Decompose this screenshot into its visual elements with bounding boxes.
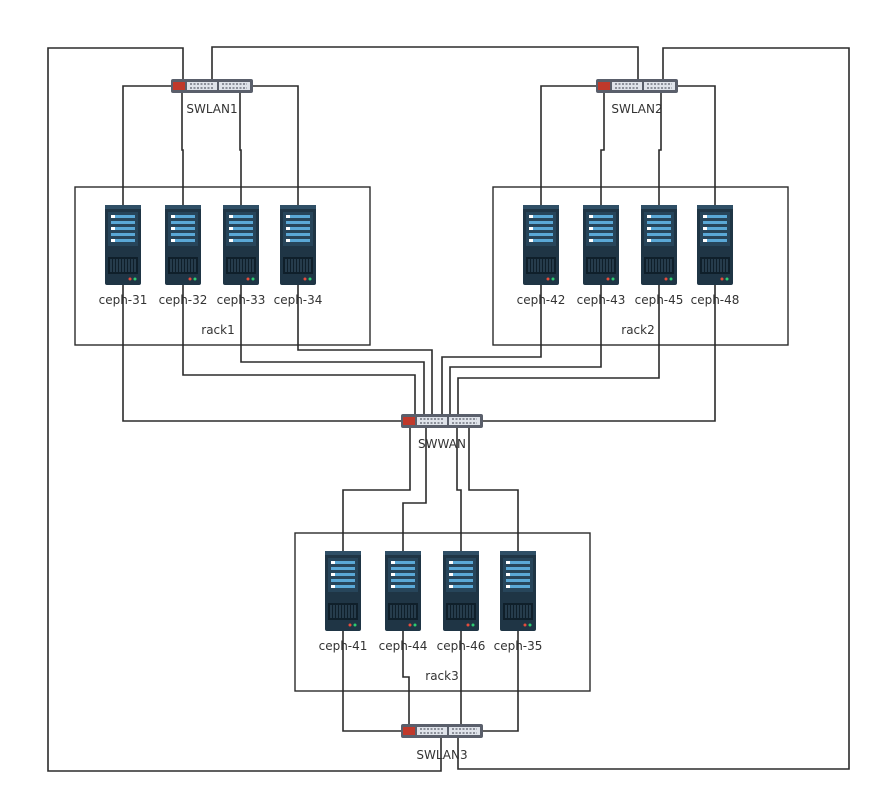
- server-label: ceph-45: [635, 293, 684, 307]
- rack3-box: [294, 532, 591, 692]
- server-node: ceph-34: [274, 204, 323, 307]
- server-tower-icon: [384, 550, 422, 632]
- server-node: ceph-32: [159, 204, 208, 307]
- rack2: ceph-42 ceph-43 ceph-45 ceph-48 rack2: [517, 204, 740, 337]
- server-label: ceph-43: [577, 293, 626, 307]
- server-tower-icon: [324, 550, 362, 632]
- server-node: ceph-42: [517, 204, 566, 307]
- server-node: ceph-43: [577, 204, 626, 307]
- server-label: ceph-48: [691, 293, 740, 307]
- server-node: ceph-33: [217, 204, 266, 307]
- rack2-to-swwan-links: [441, 285, 716, 422]
- server-node: ceph-48: [691, 204, 740, 307]
- server-label: ceph-32: [159, 293, 208, 307]
- server-label: ceph-41: [319, 639, 368, 653]
- swlan1-label: SWLAN1: [186, 102, 237, 116]
- server-tower-icon: [104, 204, 142, 286]
- server-tower-icon: [499, 550, 537, 632]
- server-label: ceph-31: [99, 293, 148, 307]
- server-node: ceph-45: [635, 204, 684, 307]
- server-tower-icon: [279, 204, 317, 286]
- rack1-box: [74, 186, 371, 346]
- server-label: ceph-35: [494, 639, 543, 653]
- rack1-to-swwan-links: [122, 285, 433, 422]
- swlan2-links: [540, 85, 716, 207]
- rack-label: rack1: [201, 323, 234, 337]
- server-label: ceph-33: [217, 293, 266, 307]
- swlan2-switch: SWLAN2: [595, 78, 679, 116]
- swwan-label: SWWAN: [418, 437, 466, 451]
- server-label: ceph-44: [379, 639, 428, 653]
- server-tower-icon: [164, 204, 202, 286]
- server-label: ceph-46: [437, 639, 486, 653]
- server-tower-icon: [522, 204, 560, 286]
- server-tower-icon: [442, 550, 480, 632]
- server-node: ceph-41: [319, 550, 368, 653]
- swlan3-label: SWLAN3: [416, 748, 467, 762]
- rack-label: rack3: [425, 669, 458, 683]
- swlan3-switch: SWLAN3: [400, 723, 484, 762]
- server-label: ceph-34: [274, 293, 323, 307]
- outer-uplink-loop: [47, 46, 850, 772]
- server-tower-icon: [582, 204, 620, 286]
- rack-label: rack2: [621, 323, 654, 337]
- rack3-to-swlan3-links: [342, 631, 519, 732]
- server-tower-icon: [222, 204, 260, 286]
- network-switch-icon: [595, 78, 679, 94]
- swwan-switch: SWWAN: [400, 413, 484, 451]
- rack2-box: [492, 186, 789, 346]
- network-switch-icon: [400, 413, 484, 429]
- swwan-to-rack3-links: [342, 428, 519, 553]
- swlan1-links: [122, 85, 299, 207]
- swlan1-switch: SWLAN1: [170, 78, 254, 116]
- rack3: ceph-41 ceph-44 ceph-46 ceph-35 rack3: [319, 550, 543, 683]
- server-node: ceph-46: [437, 550, 486, 653]
- server-node: ceph-44: [379, 550, 428, 653]
- server-tower-icon: [696, 204, 734, 286]
- server-node: ceph-31: [99, 204, 148, 307]
- rack1: ceph-31 ceph-32 ceph-33 ceph-34 rack1: [99, 204, 323, 337]
- network-switch-icon: [400, 723, 484, 739]
- swlan2-label: SWLAN2: [611, 102, 662, 116]
- server-tower-icon: [640, 204, 678, 286]
- network-switch-icon: [170, 78, 254, 94]
- server-label: ceph-42: [517, 293, 566, 307]
- server-node: ceph-35: [494, 550, 543, 653]
